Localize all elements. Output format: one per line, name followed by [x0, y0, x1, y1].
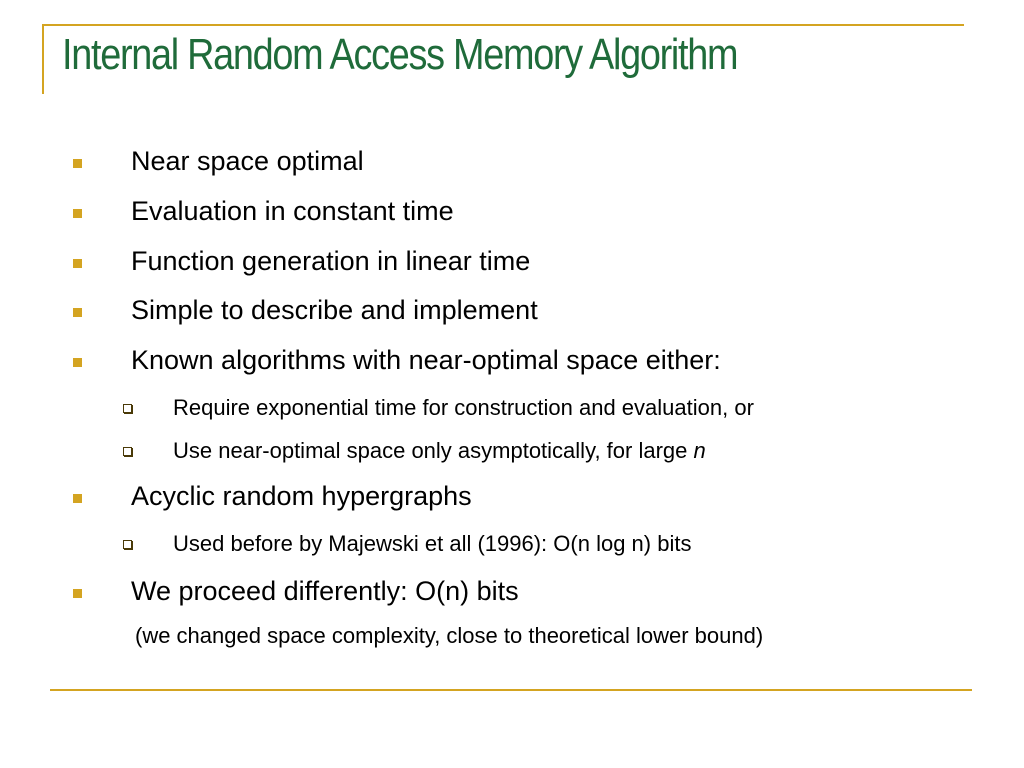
slide-bottom-rule — [50, 689, 972, 691]
sub-bullet-text: Use near-optimal space only asymptotical… — [173, 438, 694, 463]
hollow-square-bullet-icon — [123, 404, 132, 413]
bullet-item: Function generation in linear time — [131, 246, 531, 276]
square-bullet-icon — [73, 358, 82, 367]
slide-title: Internal Random Access Memory Algorithm — [62, 30, 739, 79]
sub-bullet-item: Used before by Majewski et all (1996): O… — [173, 531, 692, 556]
bullet-item: Simple to describe and implement — [131, 295, 538, 325]
bullet-item: Evaluation in constant time — [131, 196, 454, 226]
bullet-item: Near space optimal — [131, 146, 364, 176]
square-bullet-icon — [73, 259, 82, 268]
hollow-square-bullet-icon — [123, 540, 132, 549]
square-bullet-icon — [73, 209, 82, 218]
hollow-square-bullet-icon — [123, 447, 132, 456]
slide-frame-top — [42, 24, 964, 26]
slide-frame-left — [42, 24, 44, 94]
bullet-item: Known algorithms with near-optimal space… — [131, 345, 721, 375]
sub-bullet-item: Use near-optimal space only asymptotical… — [173, 438, 706, 464]
sub-bullet-item: Require exponential time for constructio… — [173, 395, 754, 420]
variable-n: n — [693, 438, 706, 463]
square-bullet-icon — [73, 494, 82, 503]
square-bullet-icon — [73, 159, 82, 168]
bullet-item: We proceed differently: O(n) bits — [131, 576, 519, 606]
square-bullet-icon — [73, 589, 82, 598]
bullet-item: Acyclic random hypergraphs — [131, 481, 472, 511]
note-text: (we changed space complexity, close to t… — [135, 623, 764, 648]
square-bullet-icon — [73, 308, 82, 317]
